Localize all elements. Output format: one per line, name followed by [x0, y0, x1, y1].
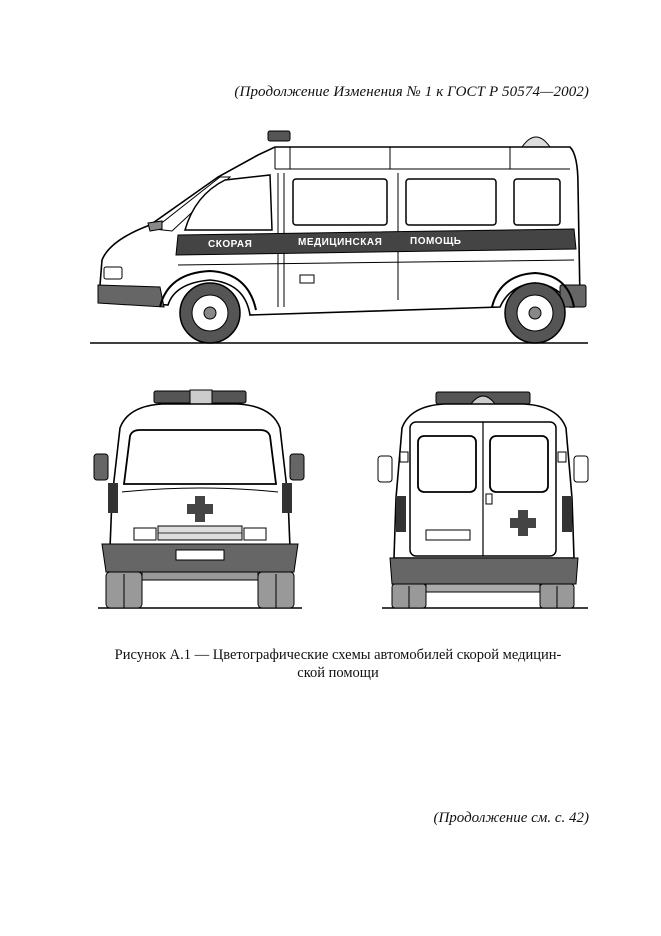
page-header: (Продолжение Изменения № 1 к ГОСТ Р 5057…: [234, 84, 589, 100]
ambulance-side-view: СКОРАЯ МЕДИЦИНСКАЯ ПОМОЩЬ: [90, 125, 590, 350]
stripe-label-2: МЕДИЦИНСКАЯ: [298, 237, 382, 248]
caption-line-1: Рисунок А.1 — Цветографические схемы авт…: [114, 647, 562, 663]
caption-line-2: ской помощи: [297, 665, 379, 681]
figure-caption: Рисунок А.1 — Цветографические схемы авт…: [88, 646, 588, 682]
page-footer: (Продолжение см. с. 42): [433, 810, 589, 826]
stripe-label-1: СКОРАЯ: [208, 239, 252, 250]
ambulance-front-view: [92, 388, 307, 613]
stripe-label-3: ПОМОЩЬ: [410, 236, 461, 247]
ambulance-rear-view: [376, 388, 591, 613]
